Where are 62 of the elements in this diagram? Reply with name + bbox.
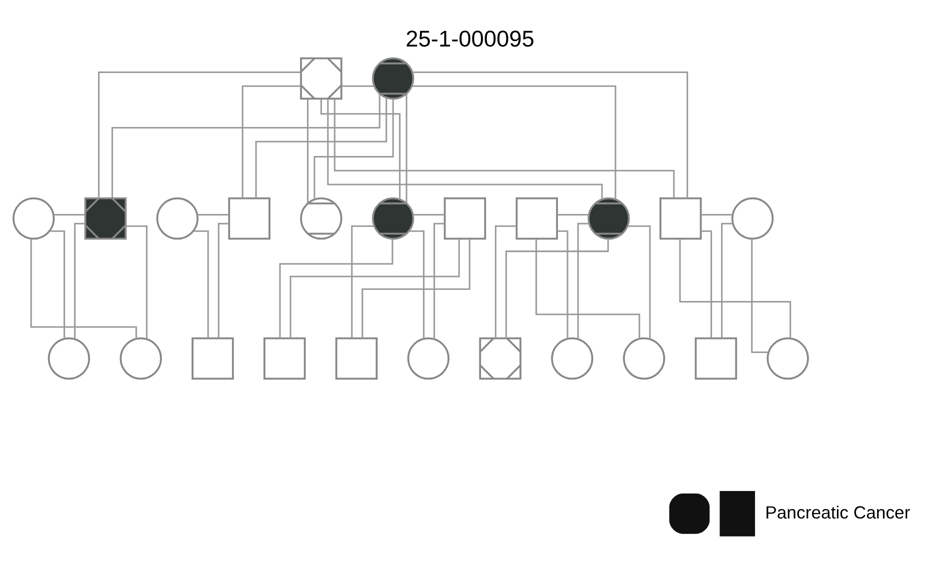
connector bbox=[628, 225, 651, 339]
connector bbox=[306, 99, 308, 204]
connector bbox=[279, 239, 394, 338]
connector bbox=[242, 85, 301, 198]
connector bbox=[409, 230, 425, 339]
legend-label: Pancreatic Cancer bbox=[765, 502, 910, 522]
connector bbox=[434, 222, 445, 340]
connector bbox=[412, 71, 688, 198]
connector bbox=[700, 230, 712, 338]
connector bbox=[362, 238, 470, 338]
node-circle bbox=[588, 197, 630, 240]
connector bbox=[342, 85, 374, 87]
connector bbox=[255, 98, 388, 198]
node-circle bbox=[120, 337, 162, 380]
connector bbox=[351, 225, 374, 338]
connector bbox=[314, 99, 394, 200]
node-circle bbox=[372, 57, 414, 100]
connector bbox=[50, 230, 66, 339]
connector bbox=[290, 238, 460, 338]
connector bbox=[327, 98, 603, 200]
connector bbox=[557, 214, 589, 216]
connector bbox=[577, 222, 590, 340]
node-box bbox=[263, 337, 306, 380]
node-circle bbox=[300, 197, 342, 240]
node-circle bbox=[156, 197, 199, 240]
node-circle bbox=[407, 337, 450, 380]
connector bbox=[74, 222, 86, 340]
node-circle bbox=[766, 337, 809, 380]
node-circle bbox=[551, 337, 594, 380]
node-circle bbox=[48, 337, 90, 380]
connector bbox=[54, 214, 86, 216]
node-circle bbox=[622, 337, 666, 380]
node-circle bbox=[12, 197, 55, 240]
node-box bbox=[694, 337, 738, 380]
connector bbox=[98, 71, 301, 198]
node-box bbox=[444, 197, 486, 240]
connector bbox=[197, 214, 229, 216]
node-box bbox=[660, 197, 702, 240]
node-box bbox=[192, 337, 234, 380]
connector bbox=[218, 222, 229, 338]
connector bbox=[193, 230, 209, 338]
connector bbox=[30, 238, 137, 339]
node-circle bbox=[372, 197, 414, 240]
connector bbox=[557, 230, 568, 339]
connector bbox=[679, 239, 792, 338]
connector bbox=[701, 214, 732, 216]
node-box bbox=[516, 197, 558, 240]
node-circle bbox=[731, 197, 774, 240]
connector bbox=[320, 99, 401, 200]
diagram-title: 25-1-000095 bbox=[406, 25, 534, 52]
connector bbox=[413, 214, 445, 216]
connector bbox=[126, 225, 148, 339]
connector bbox=[721, 222, 733, 338]
connector bbox=[751, 238, 769, 353]
connector bbox=[412, 85, 616, 199]
connector bbox=[494, 225, 516, 338]
connector bbox=[535, 238, 640, 339]
connector bbox=[111, 94, 380, 198]
node-box bbox=[335, 337, 378, 380]
node-box bbox=[228, 197, 270, 240]
connector bbox=[406, 94, 408, 204]
connector bbox=[334, 98, 675, 198]
